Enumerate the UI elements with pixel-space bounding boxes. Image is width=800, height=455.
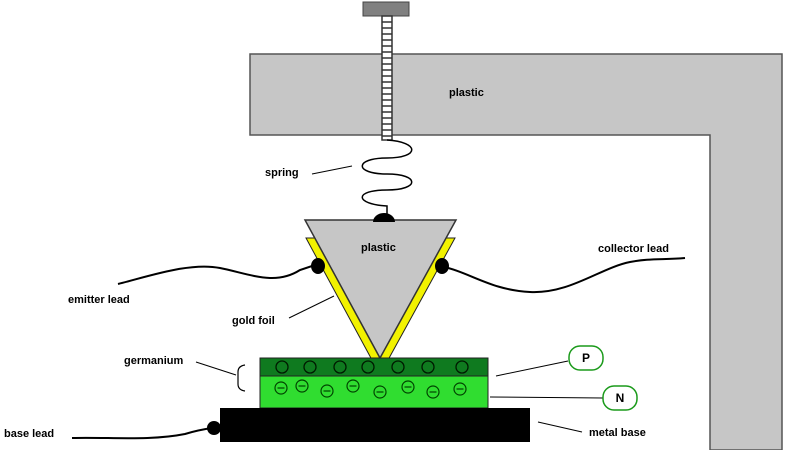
label-spring: spring	[265, 167, 299, 179]
p-hole	[275, 360, 289, 374]
p-hole	[391, 360, 405, 374]
cone-knob	[373, 213, 395, 222]
electron	[346, 379, 360, 393]
p-hole	[303, 360, 317, 374]
label-plastic-frame: plastic	[449, 87, 484, 99]
label-germanium: germanium	[124, 355, 184, 367]
metal-base	[220, 408, 530, 442]
p-badge	[568, 345, 604, 371]
label-collector-lead: collector lead	[598, 243, 669, 255]
spring-coil	[361, 139, 413, 214]
germanium-leader	[195, 361, 237, 376]
electron	[274, 381, 288, 395]
electron	[453, 382, 467, 396]
electron	[401, 380, 415, 394]
label-gold-foil: gold foil	[232, 315, 275, 327]
base-lead-wire	[71, 427, 213, 440]
p-leader	[495, 360, 569, 377]
adjusting-screw	[362, 1, 410, 141]
n-badge-text: N	[616, 391, 625, 405]
spring-leader	[311, 165, 353, 175]
label-plastic-cone: plastic	[361, 242, 396, 254]
collector-lead-wire	[439, 257, 686, 294]
p-hole	[361, 360, 375, 374]
p-hole	[421, 360, 435, 374]
emitter-lead-wire	[117, 263, 319, 285]
electron	[426, 385, 440, 399]
electron	[295, 379, 309, 393]
p-layer-holes	[275, 360, 469, 374]
screw-thread	[382, 21, 392, 137]
collector-contact	[435, 258, 449, 274]
plastic-cone	[303, 219, 458, 360]
electron	[373, 385, 387, 399]
gold-foil-leader	[288, 295, 335, 319]
p-hole	[333, 360, 347, 374]
germanium-bracket	[237, 364, 246, 392]
n-leader	[489, 396, 604, 399]
metal-base-leader	[537, 421, 583, 433]
electron	[320, 384, 334, 398]
base-lead-contact	[207, 421, 221, 435]
p-badge-text: P	[582, 351, 590, 365]
label-base-lead: base lead	[4, 428, 54, 440]
p-hole	[455, 360, 469, 374]
emitter-contact	[311, 258, 325, 274]
screw-head	[362, 1, 410, 17]
n-layer-electrons	[274, 379, 467, 399]
label-emitter-lead: emitter lead	[68, 294, 130, 306]
label-metal-base: metal base	[589, 427, 646, 439]
n-badge	[602, 385, 638, 411]
